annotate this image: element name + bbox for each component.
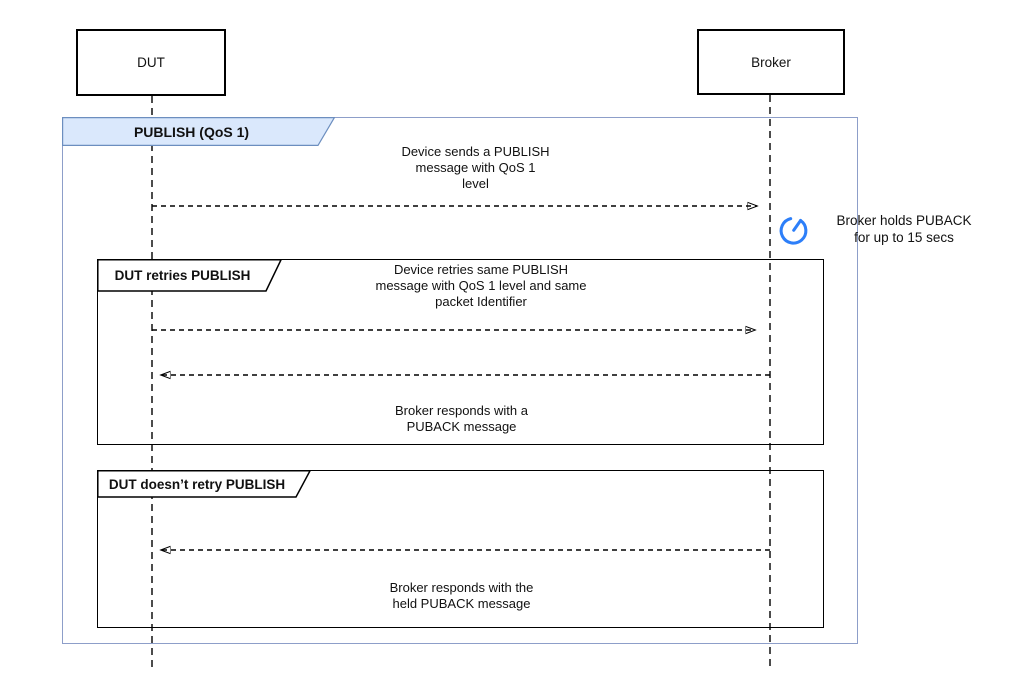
actor-broker-label: Broker: [751, 54, 791, 70]
retry-fragment-label-text: DUT retries PUBLISH: [114, 268, 251, 283]
message-label-puback: Broker responds with a PUBACK message: [395, 403, 528, 434]
message-label-publish: Device sends a PUBLISH message with QoS …: [401, 144, 550, 191]
actor-box-broker: Broker: [697, 29, 845, 95]
actor-box-dut: DUT: [76, 29, 226, 96]
actor-dut-label: DUT: [137, 55, 165, 70]
no-retry-fragment-label-text: DUT doesn’t retry PUBLISH: [108, 476, 286, 492]
outer-fragment-label-text: PUBLISH (QoS 1): [133, 123, 250, 140]
message-label-retry-publish: Device retries same PUBLISH message with…: [375, 262, 587, 309]
pentagon-shape-icon: [97, 470, 311, 498]
no-retry-fragment-frame: [97, 470, 824, 628]
no-retry-fragment-label: DUT doesn’t retry PUBLISH: [97, 470, 311, 498]
outer-fragment-frame: [62, 117, 858, 644]
message-label-held-puback: Broker responds with the held PUBACK mes…: [389, 580, 534, 611]
pentagon-shape-icon: [62, 117, 335, 146]
pentagon-shape-icon: [97, 259, 282, 292]
hold-timer-icon: [779, 217, 808, 245]
note-broker-holds-puback: Broker holds PUBACK for up to 15 secs: [836, 213, 972, 245]
outer-fragment-label: PUBLISH (QoS 1): [62, 117, 335, 146]
retry-fragment-label: DUT retries PUBLISH: [97, 259, 282, 292]
retry-fragment-frame: [97, 259, 824, 445]
